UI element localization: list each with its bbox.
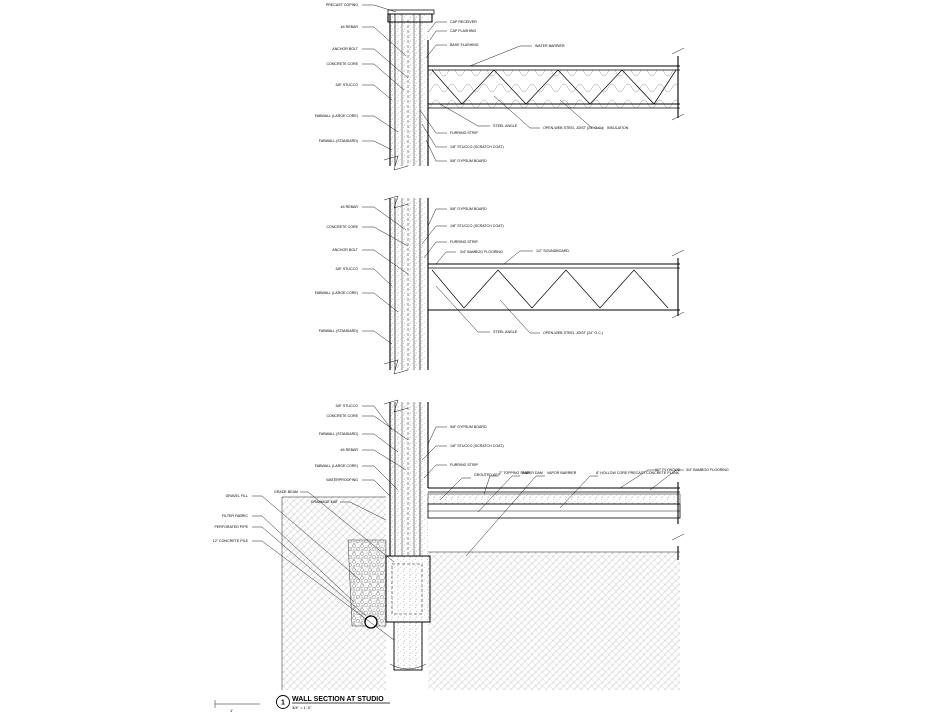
concrete-pile [393, 621, 423, 671]
label-perforated-pipe: PERFORATED PIPE [215, 525, 249, 529]
label-stucco: 3/8" STUCCO [336, 83, 359, 87]
labels-mid-left: #4 REBAR CONCRETE CORE ANCHOR BOLT 3/8" … [315, 205, 359, 333]
label-precast-coping: PRECAST COPING [326, 3, 358, 7]
label-anchor-bolt: ANCHOR BOLT [332, 47, 358, 51]
label-concrete-core: CONCRETE CORE [326, 62, 358, 66]
label-plywood: 1/2" PLYWOOD [655, 468, 681, 472]
label-vapor-barrier: VAPOR BARRIER [547, 471, 577, 475]
leaders [252, 4, 684, 641]
label-stucco-scratch: 1/8" STUCCO (SCRATCH COAT) [450, 145, 504, 149]
roof-joist-top [428, 47, 685, 121]
label-rebar: #4 REBAR [341, 25, 359, 29]
label-fabwall-standard: FABWALL (STANDARD) [319, 432, 358, 436]
label-rebar: #4 REBAR [341, 205, 359, 209]
label-bamboo-flooring: 3/4" BAMBOO FLOORING [686, 468, 729, 472]
label-base-flashing: BASE FLASHING [450, 43, 479, 47]
label-fabwall-large: FABWALL (LARGE CORE) [315, 464, 358, 468]
detail-roof [383, 9, 685, 171]
label-waterproofing: WATERPROOFING [326, 478, 358, 482]
label-stucco-scratch: 1/8" STUCCO (SCRATCH COAT) [450, 444, 504, 448]
label-filter-fabric: FILTER FABRIC [222, 514, 248, 518]
grade-beam [385, 555, 431, 623]
wall-top [383, 9, 435, 171]
wall-bot [383, 399, 429, 556]
label-concrete-core: CONCRETE CORE [326, 225, 358, 229]
scale-bar-label: 1' [230, 708, 233, 713]
floor-joist-mid [428, 249, 685, 319]
label-topping-slab: 2" TOPPING SLAB [499, 471, 530, 475]
label-paper-dam: PAPER DAM [522, 471, 543, 475]
label-open-web-joist: OPEN-WEB STEEL JOIST (24" O.C.) [543, 126, 603, 130]
label-cap-flashing: CAP FLASHING [450, 29, 476, 33]
label-open-web-joist: OPEN-WEB STEEL JOIST (24" O.C.) [543, 331, 603, 335]
slab-bot [427, 482, 685, 560]
sheet-title: WALL SECTION AT STUDIO [292, 696, 384, 703]
label-stucco: 3/8" STUCCO [336, 267, 359, 271]
label-bamboo-flooring: 3/4" BAMBOO FLOORING [460, 250, 503, 254]
label-hollow-core-plank: 8" HOLLOW CORE PRECAST CONCRETE PLANK [596, 471, 680, 475]
label-fabwall-large: FABWALL (LARGE CORE) [315, 291, 358, 295]
detail-foundation [281, 399, 685, 690]
labels-top-right: CAP RECEIVER CAP FLASHING BASE FLASHING … [450, 20, 629, 163]
labels-top-left: PRECAST COPING #4 REBAR ANCHOR BOLT CONC… [315, 3, 359, 143]
label-stucco-scratch: 1/8" STUCCO (SCRATCH COAT) [450, 224, 504, 228]
detail-number-bubble [276, 695, 290, 709]
label-cap-receiver: CAP RECEIVER [450, 20, 477, 24]
gravel-fill [347, 539, 387, 627]
title-block: 1 WALL SECTION AT STUDIO 3/4" = 1'-0" 1' [214, 695, 390, 713]
label-drainage-mat: DRAINAGE MAT [311, 500, 339, 504]
label-grouted-key: GROUTED KEY [474, 473, 501, 477]
label-insulation: INSULATION [607, 126, 629, 130]
label-fabwall-standard: FABWALL (STANDARD) [319, 329, 358, 333]
label-furring-strip: FURRING STRIP [450, 131, 479, 135]
label-grade-beam: GRADE BEAM [274, 490, 298, 494]
labels-mid-right: 5/8" GYPSUM BOARD 1/8" STUCCO (SCRATCH C… [450, 207, 603, 335]
label-steel-angle: STEEL ANGLE [493, 124, 518, 128]
label-furring-strip: FURRING STRIP [450, 240, 479, 244]
label-steel-angle: STEEL ANGLE [493, 330, 518, 334]
labels-bot-right: 5/8" GYPSUM BOARD 1/8" STUCCO (SCRATCH C… [450, 425, 729, 477]
earth-fill [282, 497, 680, 690]
detail-floor [383, 195, 685, 375]
label-concrete-core: CONCRETE CORE [326, 414, 358, 418]
perforated-pipe [364, 615, 378, 629]
detail-number: 1 [281, 700, 285, 707]
label-gravel-fill: GRAVEL FILL [226, 494, 248, 498]
sheet-scale: 3/4" = 1'-0" [292, 705, 312, 710]
label-gypsum-board: 5/8" GYPSUM BOARD [450, 159, 487, 163]
label-fabwall-standard: FABWALL (STANDARD) [319, 139, 358, 143]
label-gypsum-board: 5/8" GYPSUM BOARD [450, 425, 487, 429]
label-soundboard: 1/2" SOUNDBOARD [536, 249, 569, 253]
label-fabwall-large: FABWALL (LARGE CORE) [315, 114, 358, 118]
label-gypsum-board: 5/8" GYPSUM BOARD [450, 207, 487, 211]
label-water-barrier: WATER BARRIER [535, 44, 565, 48]
label-anchor-bolt: ANCHOR BOLT [332, 248, 358, 252]
wall-mid [383, 195, 429, 375]
labels-bot-left: 3/8" STUCCO CONCRETE CORE FABWALL (STAND… [213, 404, 359, 543]
label-rebar: #4 REBAR [341, 448, 359, 452]
label-concrete-pile: 12" CONCRETE PILE [213, 539, 249, 543]
label-furring-strip: FURRING STRIP [450, 463, 479, 467]
label-stucco: 3/8" STUCCO [336, 404, 359, 408]
